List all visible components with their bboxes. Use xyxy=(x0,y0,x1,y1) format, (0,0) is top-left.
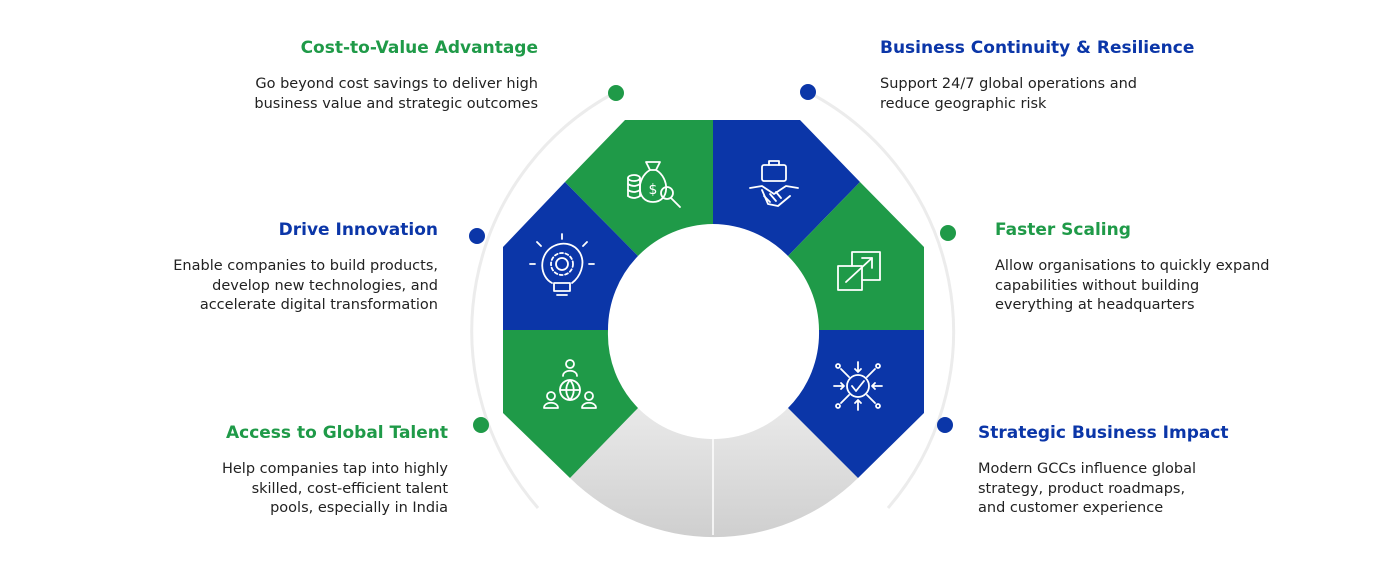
item-talent-title: Access to Global Talent xyxy=(225,423,448,443)
outer-arc-left xyxy=(470,90,617,509)
segment-strategic-impact xyxy=(788,330,924,478)
segment-global-talent xyxy=(503,330,638,478)
target-check-icon xyxy=(833,361,883,411)
svg-text:$: $ xyxy=(649,182,658,198)
item-impact: Strategic Business Impact Modern GCCs in… xyxy=(978,422,1278,519)
item-scaling-title: Faster Scaling xyxy=(995,220,1131,240)
dot-scaling xyxy=(940,225,956,241)
item-talent-desc: Help companies tap into highly skilled, … xyxy=(221,461,448,516)
center-hole xyxy=(609,226,817,434)
item-cost-title: Cost-to-Value Advantage xyxy=(300,38,538,58)
scale-up-arrow-icon xyxy=(837,251,881,291)
item-scaling-desc: Allow organisations to quickly expand ca… xyxy=(995,258,1270,313)
lightbulb-gear-icon xyxy=(529,233,595,296)
segment-business-continuity xyxy=(713,120,860,256)
dot-talent xyxy=(473,417,489,433)
dot-innovation xyxy=(469,228,485,244)
dot-impact xyxy=(937,417,953,433)
item-continuity-desc: Support 24/7 global operations and reduc… xyxy=(880,76,1137,112)
item-innovation: Drive Innovation Enable companies to bui… xyxy=(118,219,438,316)
item-talent: Access to Global Talent Help companies t… xyxy=(148,422,448,519)
global-people-icon xyxy=(543,359,597,409)
item-cost-desc: Go beyond cost savings to deliver high b… xyxy=(254,76,538,112)
dot-cost xyxy=(608,85,624,101)
item-scaling: Faster Scaling Allow organisations to qu… xyxy=(995,219,1335,316)
dot-continuity xyxy=(800,84,816,100)
outer-arc-right xyxy=(807,90,956,509)
item-cost: Cost-to-Value Advantage Go beyond cost s… xyxy=(198,37,538,114)
item-impact-desc: Modern GCCs influence global strategy, p… xyxy=(978,461,1197,516)
item-continuity: Business Continuity & Resilience Support… xyxy=(880,37,1210,114)
handshake-briefcase-icon xyxy=(749,160,799,207)
grey-bottom-segment xyxy=(570,408,858,538)
item-innovation-desc: Enable companies to build products, deve… xyxy=(173,258,438,313)
item-innovation-title: Drive Innovation xyxy=(278,220,438,240)
item-impact-title: Strategic Business Impact xyxy=(978,423,1229,443)
item-continuity-title: Business Continuity & Resilience xyxy=(880,38,1195,58)
money-bag-icon: $ xyxy=(627,161,681,208)
segment-faster-scaling xyxy=(788,182,924,330)
